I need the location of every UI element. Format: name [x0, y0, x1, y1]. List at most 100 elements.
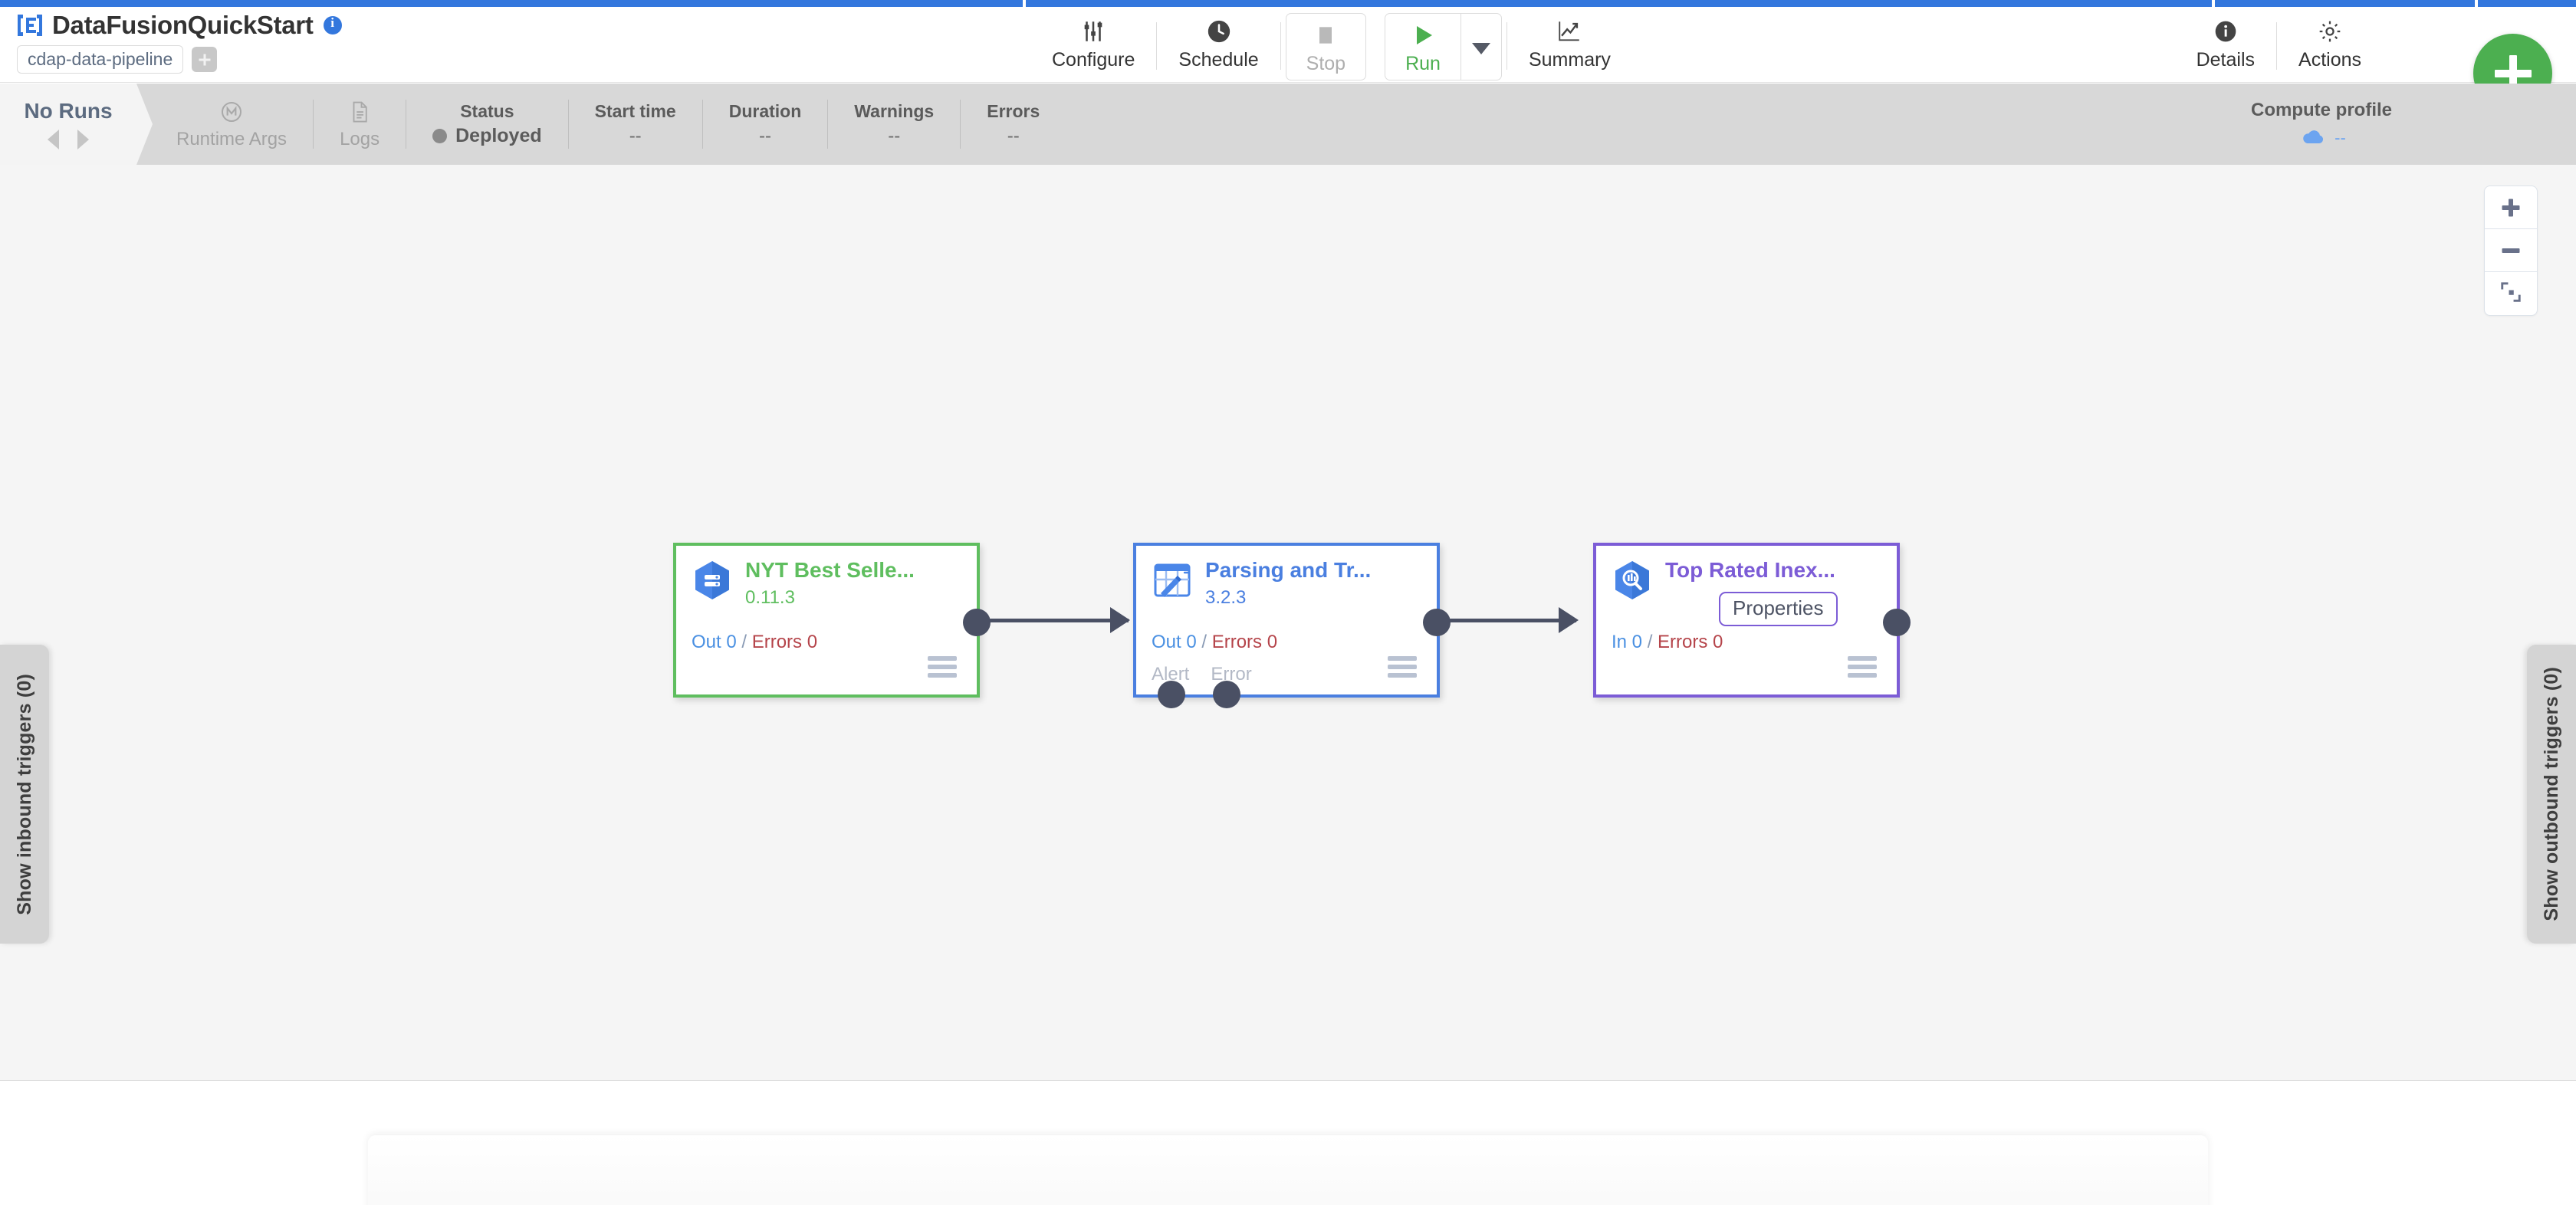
page-title: DataFusionQuickStart	[52, 11, 314, 39]
metric-divider	[313, 100, 314, 149]
actions-label: Actions	[2298, 49, 2361, 71]
node-menu-button[interactable]	[1848, 656, 1877, 678]
status-metric: Status Deployed	[406, 97, 568, 152]
metric-divider	[567, 100, 569, 149]
artifact-type-chip[interactable]: cdap-data-pipeline	[17, 45, 184, 74]
pipeline-node-wrangler[interactable]: Parsing and Tr... 3.2.3 Out 0 / Errors 0…	[1133, 543, 1451, 708]
run-navigator: No Runs	[0, 84, 153, 165]
header-center-actions: Configure Schedule Stop	[1035, 11, 1628, 80]
chevron-down-icon	[1471, 42, 1490, 54]
errors-value: --	[1007, 126, 1020, 146]
node-title: Top Rated Inex...	[1665, 558, 1835, 582]
node-menu-button[interactable]	[928, 656, 957, 678]
duration-metric: Duration --	[703, 97, 828, 152]
node-alert-port[interactable]	[1158, 681, 1185, 708]
toolbar-divider	[2276, 22, 2278, 70]
pipeline-name-block: DataFusionQuickStart cdap-data-pipeline	[17, 10, 342, 74]
toolbar-divider	[1280, 22, 1281, 70]
connection-arrow-icon	[1559, 607, 1579, 633]
run-label: Run	[1405, 53, 1441, 74]
logs-button[interactable]: Logs	[314, 97, 406, 152]
run-group-divider	[1460, 14, 1461, 80]
warnings-value: --	[888, 126, 901, 146]
node-version: 3.2.3	[1205, 587, 1247, 609]
node-metrics: In 0 / Errors 0	[1612, 632, 1723, 653]
node-menu-button[interactable]	[1388, 656, 1417, 678]
details-button[interactable]: Details	[2180, 11, 2272, 71]
node-output-port[interactable]	[1423, 609, 1451, 636]
duration-title: Duration	[728, 101, 802, 121]
clock-icon	[1206, 16, 1232, 47]
header-right-actions: Details Actions	[2180, 11, 2378, 79]
stop-button[interactable]: Stop	[1285, 13, 1367, 80]
metric-divider	[960, 100, 961, 149]
summary-label: Summary	[1528, 49, 1611, 71]
zoom-in-button[interactable]	[2485, 186, 2537, 229]
warnings-metric: Warnings --	[828, 97, 960, 152]
pipeline-studio-icon	[17, 14, 43, 37]
pipeline-node-sink[interactable]: Top Rated Inex... Properties In 0 / Erro…	[1593, 543, 1911, 698]
node-output-port[interactable]	[963, 609, 991, 636]
compute-profile-title: Compute profile	[2251, 99, 2392, 120]
schedule-label: Schedule	[1178, 49, 1259, 71]
compute-profile-metric[interactable]: Compute profile --	[2251, 84, 2392, 165]
start-time-title: Start time	[594, 101, 676, 121]
pipeline-canvas[interactable]: Show inbound triggers (0) Show outbound …	[0, 165, 2576, 1081]
zoom-out-button[interactable]	[2485, 229, 2537, 272]
fit-to-screen-button[interactable]	[2485, 272, 2537, 315]
run-metrics-group: Runtime Args Logs Status Deployed	[150, 84, 1066, 165]
runtime-args-label: Runtime Args	[176, 128, 288, 149]
bottom-sheet-panel[interactable]	[368, 1135, 2208, 1205]
summary-button[interactable]: Summary	[1512, 11, 1628, 71]
caret-right-icon[interactable]	[77, 130, 89, 149]
run-button-group: Run	[1385, 13, 1502, 80]
bigquery-sink-icon	[1610, 558, 1654, 602]
node-error-port[interactable]	[1213, 681, 1240, 708]
duration-value: --	[759, 126, 771, 146]
node-version: 0.11.3	[745, 587, 795, 609]
gear-icon	[2317, 16, 2343, 47]
cloud-icon	[2297, 127, 2326, 149]
node-metric-sep: /	[736, 632, 752, 652]
node-title: Parsing and Tr...	[1205, 558, 1372, 582]
caret-left-icon[interactable]	[48, 130, 59, 149]
info-icon[interactable]	[323, 15, 342, 34]
node-error-count: Errors 0	[1211, 632, 1278, 652]
run-dropdown-button[interactable]	[1461, 14, 1501, 80]
node-output-port[interactable]	[1883, 609, 1911, 636]
configure-button[interactable]: Configure	[1035, 11, 1152, 71]
errors-title: Errors	[987, 101, 1040, 121]
node-properties-button[interactable]: Properties	[1719, 592, 1838, 626]
node-in-count: In 0	[1612, 632, 1643, 652]
add-tag-button[interactable]	[192, 47, 218, 73]
run-button[interactable]: Run	[1385, 14, 1460, 80]
run-status-bar: No Runs Runtime Args	[0, 84, 2576, 165]
actions-button[interactable]: Actions	[2282, 11, 2378, 71]
info-circle-icon	[2213, 16, 2238, 47]
outbound-triggers-drawer[interactable]: Show outbound triggers (0)	[2527, 645, 2576, 944]
errors-metric: Errors --	[961, 97, 1066, 152]
status-title: Status	[460, 101, 514, 121]
node-port-labels: Alert Error	[1152, 664, 1252, 685]
document-icon	[348, 99, 371, 125]
schedule-button[interactable]: Schedule	[1162, 11, 1275, 71]
node-out-count: Out 0	[1152, 632, 1197, 652]
browser-top-strip	[0, 0, 2576, 7]
runtime-args-button[interactable]: Runtime Args	[150, 97, 313, 152]
toolbar-divider	[1156, 22, 1158, 70]
start-time-value: --	[629, 126, 642, 146]
start-time-metric: Start time --	[569, 97, 702, 152]
configure-label: Configure	[1052, 49, 1135, 71]
inbound-triggers-drawer[interactable]: Show inbound triggers (0)	[0, 645, 49, 944]
play-triangle-icon	[1411, 20, 1435, 51]
pipeline-node-source[interactable]: NYT Best Selle... 0.11.3 Out 0 / Errors …	[673, 543, 991, 698]
node-metrics: Out 0 / Errors 0	[692, 632, 817, 653]
node-title: NYT Best Selle...	[745, 558, 915, 582]
toolbar-divider	[1506, 22, 1507, 70]
connection-source-to-wrangler	[979, 619, 1129, 622]
metric-divider	[702, 100, 703, 149]
status-value: Deployed	[455, 125, 542, 146]
fit-to-screen-icon	[2499, 281, 2522, 307]
details-label: Details	[2196, 49, 2256, 71]
